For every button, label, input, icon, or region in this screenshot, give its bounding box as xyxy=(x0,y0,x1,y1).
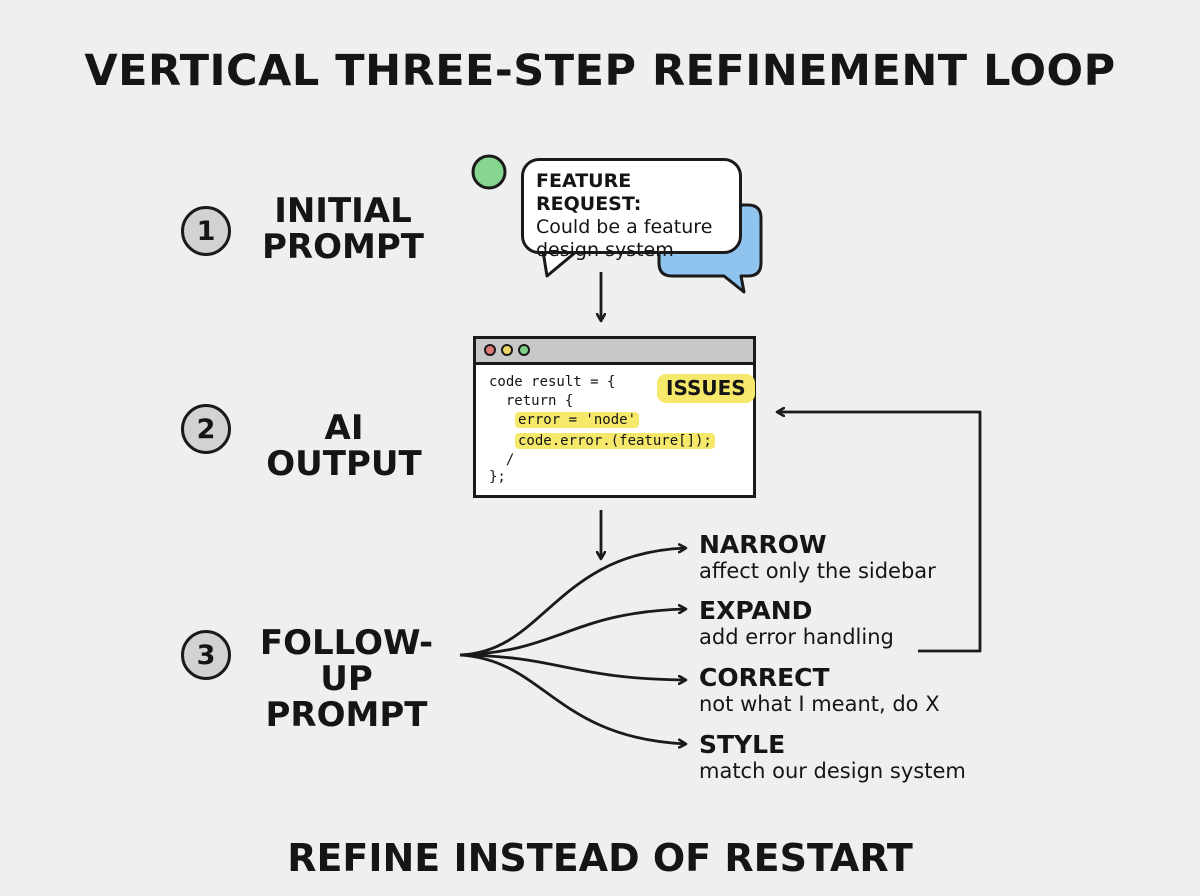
step-3-label: FOLLOW-UP PROMPT xyxy=(259,623,434,735)
code-line: }; xyxy=(489,469,506,485)
option-desc: add error handling xyxy=(699,625,894,649)
bubble-line: Could be a feature xyxy=(536,216,713,238)
window-dots-icon xyxy=(484,344,496,356)
option-title: NARROW xyxy=(699,530,827,559)
branch-arrow-correct xyxy=(459,653,686,680)
diagram-title: VERTICAL THREE-STEP REFINEMENT LOOP xyxy=(84,46,1116,96)
code-line-highlighted: error = 'node' xyxy=(515,411,640,430)
option-desc: match our design system xyxy=(699,759,966,783)
window-dots-icon xyxy=(501,344,513,356)
bubble-heading: FEATURE REQUEST: xyxy=(536,170,642,215)
bubble-line: design system xyxy=(536,239,674,261)
option-desc: not what I meant, do X xyxy=(699,692,940,716)
branch-arrow-narrow xyxy=(459,548,686,657)
status-dot-icon xyxy=(471,154,507,190)
option-title: EXPAND xyxy=(699,596,813,625)
option-style: STYLE match our design system xyxy=(699,730,966,784)
loop-back-arrow xyxy=(777,412,982,653)
code-line: code result = { xyxy=(489,374,616,390)
code-window: code result = { return { error = 'node' … xyxy=(473,336,756,498)
option-desc: affect only the sidebar xyxy=(699,559,936,583)
step-2-label: AI OUTPUT xyxy=(266,408,422,484)
branch-arrow-expand xyxy=(459,609,686,657)
step-1-number: 1 xyxy=(181,206,231,256)
issues-badge: ISSUES xyxy=(657,374,755,403)
code-line-highlighted: code.error.(feature[]); xyxy=(515,432,715,451)
option-correct: CORRECT not what I meant, do X xyxy=(699,663,940,717)
option-narrow: NARROW affect only the sidebar xyxy=(699,530,936,584)
branch-arrow-style xyxy=(459,653,686,744)
step-1-label: INITIAL PROMPT xyxy=(262,191,424,267)
window-dots-icon xyxy=(518,344,530,356)
bubble-tail xyxy=(541,249,578,278)
step-2-number: 2 xyxy=(181,404,231,454)
step-3-number: 3 xyxy=(181,630,231,680)
diagram-footer: REFINE INSTEAD OF RESTART xyxy=(287,836,913,880)
feature-request-bubble: FEATURE REQUEST: Could be a feature desi… xyxy=(521,158,742,261)
option-title: STYLE xyxy=(699,730,786,759)
code-line: / xyxy=(489,452,515,468)
option-expand: EXPAND add error handling xyxy=(699,596,894,650)
window-titlebar xyxy=(476,339,753,365)
option-title: CORRECT xyxy=(699,663,830,692)
code-line: return { xyxy=(489,393,574,409)
